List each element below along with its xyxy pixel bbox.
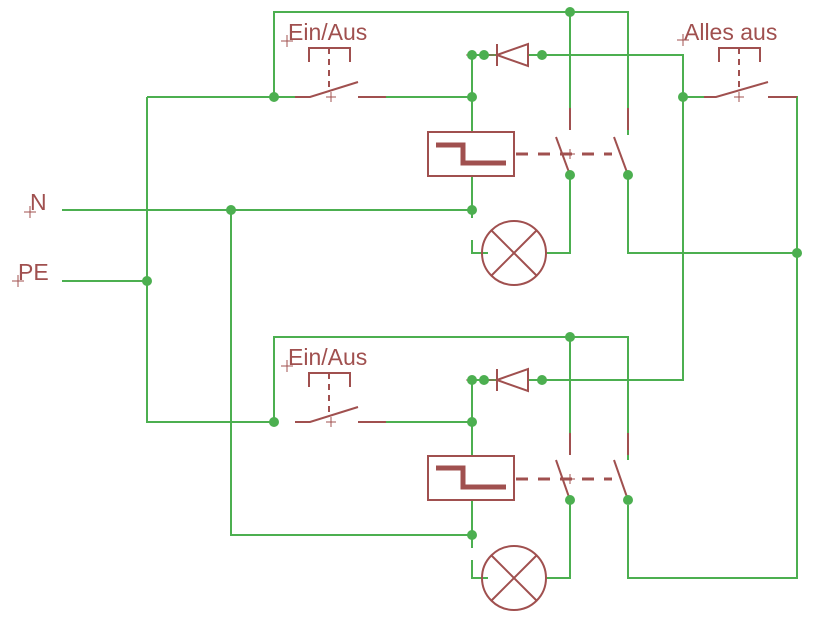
junction-dot — [565, 332, 575, 342]
wire-alles-feed-bottom — [528, 97, 684, 381]
junction-dot — [467, 417, 477, 427]
junction-dot — [565, 170, 575, 180]
junction-dot — [565, 7, 575, 17]
wire-bottom-loop — [273, 336, 629, 460]
junction-dot — [792, 248, 802, 258]
junction-dot — [226, 205, 236, 215]
relay-top-symbol — [427, 131, 515, 177]
junction-dot — [623, 495, 633, 505]
junction-dot — [269, 417, 279, 427]
junction-dot — [269, 92, 279, 102]
switch-all-off-symbol — [704, 47, 797, 102]
neutral-label: N — [30, 189, 47, 215]
wire-top-loop — [273, 11, 629, 135]
junction-dot — [467, 50, 477, 60]
junction-dot — [678, 92, 688, 102]
junction-dot — [467, 92, 477, 102]
junction-dot — [467, 530, 477, 540]
junction-dot — [467, 205, 477, 215]
wire-bottom-contact-out — [546, 500, 571, 579]
wire-alles-out — [627, 96, 798, 579]
relay-top-contacts — [516, 108, 629, 176]
junction-dot — [537, 375, 547, 385]
lamp-bottom-symbol — [481, 545, 547, 611]
junction-dots — [142, 7, 802, 540]
wire-neutral-drop — [230, 210, 472, 536]
wire-top-lamp-down — [471, 240, 488, 254]
switch-bottom-label: Ein/Aus — [288, 344, 367, 370]
wire-left-bus — [146, 97, 274, 423]
relay-bottom-contacts — [516, 433, 629, 501]
junction-dot — [142, 276, 152, 286]
switch-top-symbol — [295, 47, 386, 102]
junction-dot — [623, 170, 633, 180]
switch-bottom-symbol — [295, 372, 386, 427]
junction-dot — [479, 375, 489, 385]
junction-dot — [537, 50, 547, 60]
junction-dot — [479, 50, 489, 60]
origin-marks — [12, 34, 689, 372]
relay-bottom-symbol — [427, 455, 515, 501]
switch-all-off-label: Alles aus — [684, 19, 777, 45]
wire-top-contact-out — [546, 175, 571, 254]
junction-dot — [565, 495, 575, 505]
lamp-top-symbol — [481, 220, 547, 286]
earth-label: PE — [18, 259, 49, 285]
switch-top-label: Ein/Aus — [288, 19, 367, 45]
wire-top-hold-out — [627, 175, 797, 254]
junction-dot — [467, 375, 477, 385]
wire-top-diode-right — [528, 54, 684, 97]
